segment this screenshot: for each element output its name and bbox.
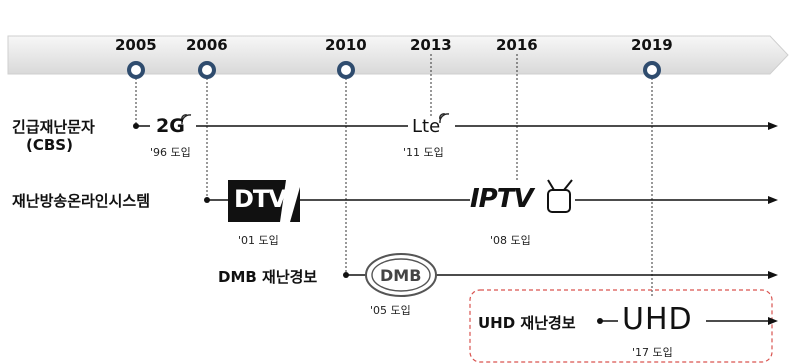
uhd-logo-text: UHD xyxy=(622,302,693,337)
cbs-label: 긴급재난문자 xyxy=(12,118,95,136)
milestone-2019 xyxy=(643,61,661,79)
dmb-logo-text: DMB xyxy=(380,266,422,285)
uhd-caption: '17 도입 xyxy=(632,346,673,359)
cbs-label-sub: (CBS) xyxy=(26,136,73,154)
2g-logo-text: 2G xyxy=(156,115,185,137)
2g-signal-icon xyxy=(181,114,192,125)
uhd-track-arrowhead xyxy=(768,317,778,325)
dmb-track-arrowhead xyxy=(768,271,778,279)
online-start-dot xyxy=(204,197,210,203)
milestone-2005 xyxy=(127,61,145,79)
2g-caption: '96 도입 xyxy=(150,146,191,159)
lte-signal-icon xyxy=(439,113,450,124)
year-label-2019: 2019 xyxy=(631,36,673,54)
uhd-label: UHD 재난경보 xyxy=(478,314,576,332)
year-label-2013: 2013 xyxy=(410,36,452,54)
uhd-start-dot xyxy=(597,318,603,324)
year-label-2010: 2010 xyxy=(325,36,367,54)
cbs-track-arrowhead xyxy=(768,122,778,130)
2g-logo-bg xyxy=(150,116,196,138)
dmb-start-dot xyxy=(343,272,349,278)
uhd-highlight-box xyxy=(469,289,773,363)
dtv-logo xyxy=(228,180,302,222)
milestone-2010 xyxy=(337,61,355,79)
lte-logo-text: Lte xyxy=(412,116,441,137)
cbs-start-dot xyxy=(133,123,139,129)
dmb-label: DMB 재난경보 xyxy=(218,268,318,286)
dmb-caption: '05 도입 xyxy=(370,304,411,317)
iptv-logo-text: IPTV xyxy=(470,184,534,214)
tv-icon xyxy=(547,179,573,213)
online-system-label: 재난방송온라인시스템 xyxy=(12,192,151,210)
year-label-2016: 2016 xyxy=(496,36,538,54)
dtv-caption: '01 도입 xyxy=(238,234,279,247)
dmb-logo-inner xyxy=(371,258,431,292)
online-track-arrowhead xyxy=(768,196,778,204)
dtv-logo-text: DTV xyxy=(234,185,287,213)
year-label-2006: 2006 xyxy=(186,36,228,54)
uhd-logo-bg xyxy=(618,306,706,336)
lte-caption: '11 도입 xyxy=(403,146,444,159)
iptv-caption: '08 도입 xyxy=(490,234,531,247)
year-label-2005: 2005 xyxy=(115,36,157,54)
milestone-2006 xyxy=(198,61,216,79)
lte-logo-bg xyxy=(408,116,454,138)
